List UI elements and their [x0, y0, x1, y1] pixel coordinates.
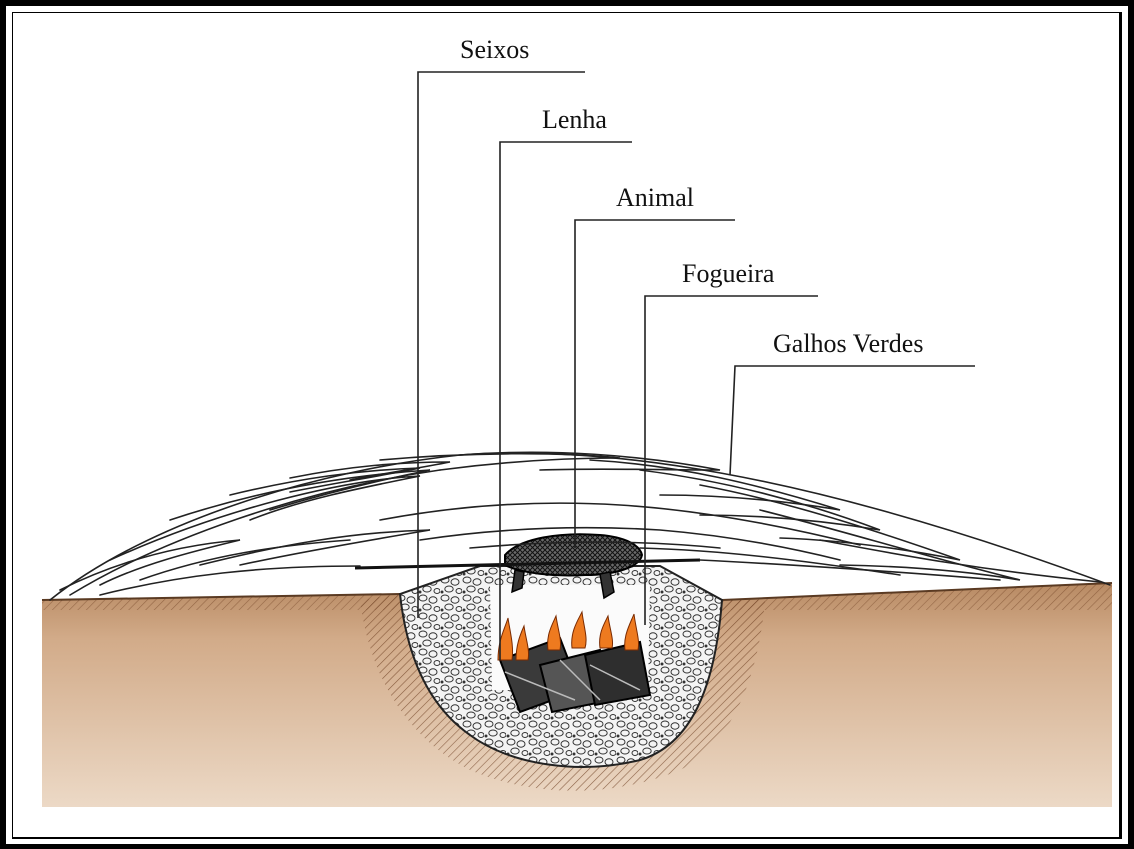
- label-animal: Animal: [616, 183, 694, 212]
- label-fogueira: Fogueira: [682, 259, 775, 288]
- label-lenha: Lenha: [542, 105, 607, 134]
- label-seixos: Seixos: [460, 35, 529, 64]
- leader-galhos-verdes: [730, 366, 975, 475]
- label-galhos-verdes: Galhos Verdes: [773, 329, 923, 358]
